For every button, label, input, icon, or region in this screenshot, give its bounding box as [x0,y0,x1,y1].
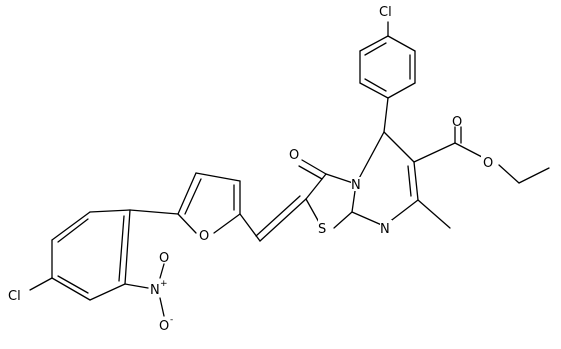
charge-o-nitro-bottom: - [170,315,173,325]
atom-o-ester-ether: O [483,156,493,171]
atom-s-ring: S [318,222,326,237]
atom-o-ring-carbonyl: O [289,148,299,163]
charge-n-nitro: + [160,279,168,289]
thiazole-ring [298,159,357,229]
chloronitrophenyl-ring [29,209,165,317]
atom-n-ring: N [351,178,361,193]
atom-o-nitro-top: O [159,251,169,266]
methylidene-bridge [239,195,307,242]
atom-n-nitro: N [150,283,160,298]
atom-cl-top: Cl [379,5,392,20]
pyrimidine-ring [351,131,456,229]
furan-ring [129,172,241,234]
chlorophenyl-ring-top [359,21,416,133]
atom-o-ester-carbonyl: O [452,115,462,130]
atom-o-furan: O [199,229,209,244]
ethyl-ester-group [454,126,550,184]
atom-cl-left: Cl [8,289,21,304]
atom-labels: Cl Cl O N S N O O O N + O O - [8,5,495,334]
atom-o-nitro-bottom: O [159,319,169,334]
atom-n-imine: N [380,222,390,237]
